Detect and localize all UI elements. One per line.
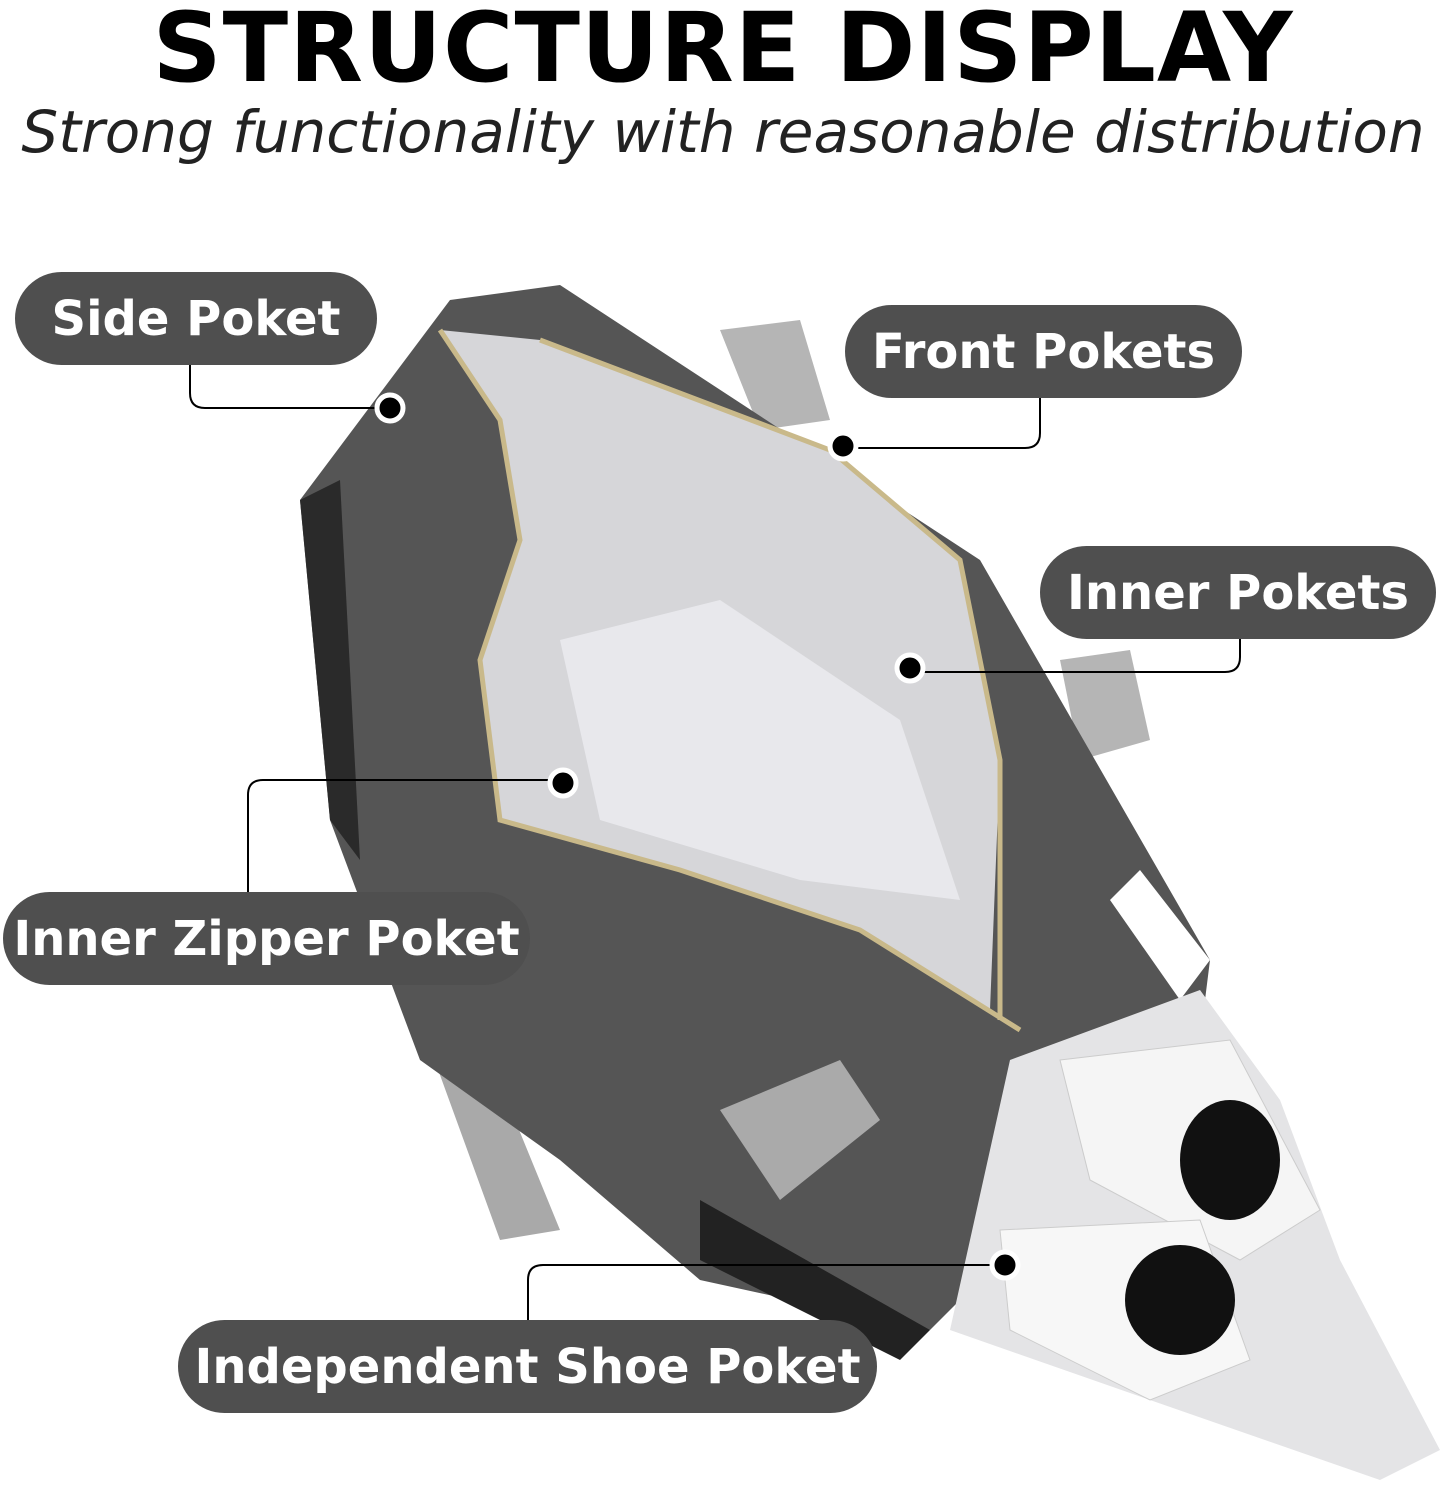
- callout-side-poket: Side Poket: [15, 272, 377, 365]
- callout-independent-shoe-poket: Independent Shoe Poket: [178, 1320, 877, 1413]
- bag-stripe-bottom: [700, 1200, 930, 1360]
- leader-side-poket: [189, 365, 390, 409]
- callout-inner-zipper-poket: Inner Zipper Poket: [3, 892, 530, 985]
- side-handle: [1060, 650, 1150, 760]
- callout-inner-pokets: Inner Pokets: [1040, 546, 1436, 639]
- marker-dot: [547, 767, 579, 799]
- shoe-opening-2: [1125, 1245, 1235, 1355]
- marker-dot: [827, 430, 859, 462]
- marker-dot: [989, 1249, 1021, 1281]
- leader-inner-pokets: [910, 638, 1241, 673]
- top-handle: [720, 320, 830, 430]
- marker-dot: [374, 392, 406, 424]
- bag-stripe-dark: [300, 480, 360, 860]
- page-subtitle: Strong functionality with reasonable dis…: [21, 98, 1425, 166]
- main-zipper-2: [539, 337, 1003, 1020]
- leader-front-pokets: [843, 398, 1041, 449]
- leader-inner-zipper-poket: [247, 779, 563, 892]
- marker-dot: [894, 652, 926, 684]
- page-title: STRUCTURE DISPLAY: [152, 0, 1294, 104]
- leader-shoe-poket: [527, 1264, 1005, 1320]
- bag-stripe-white: [1110, 870, 1210, 1000]
- strap-buckle: [720, 1060, 880, 1200]
- main-zipper: [437, 328, 1022, 1033]
- inner-pocket-lining: [560, 600, 960, 900]
- shoe-opening-1: [1180, 1100, 1280, 1220]
- callout-front-pokets: Front Pokets: [845, 305, 1242, 398]
